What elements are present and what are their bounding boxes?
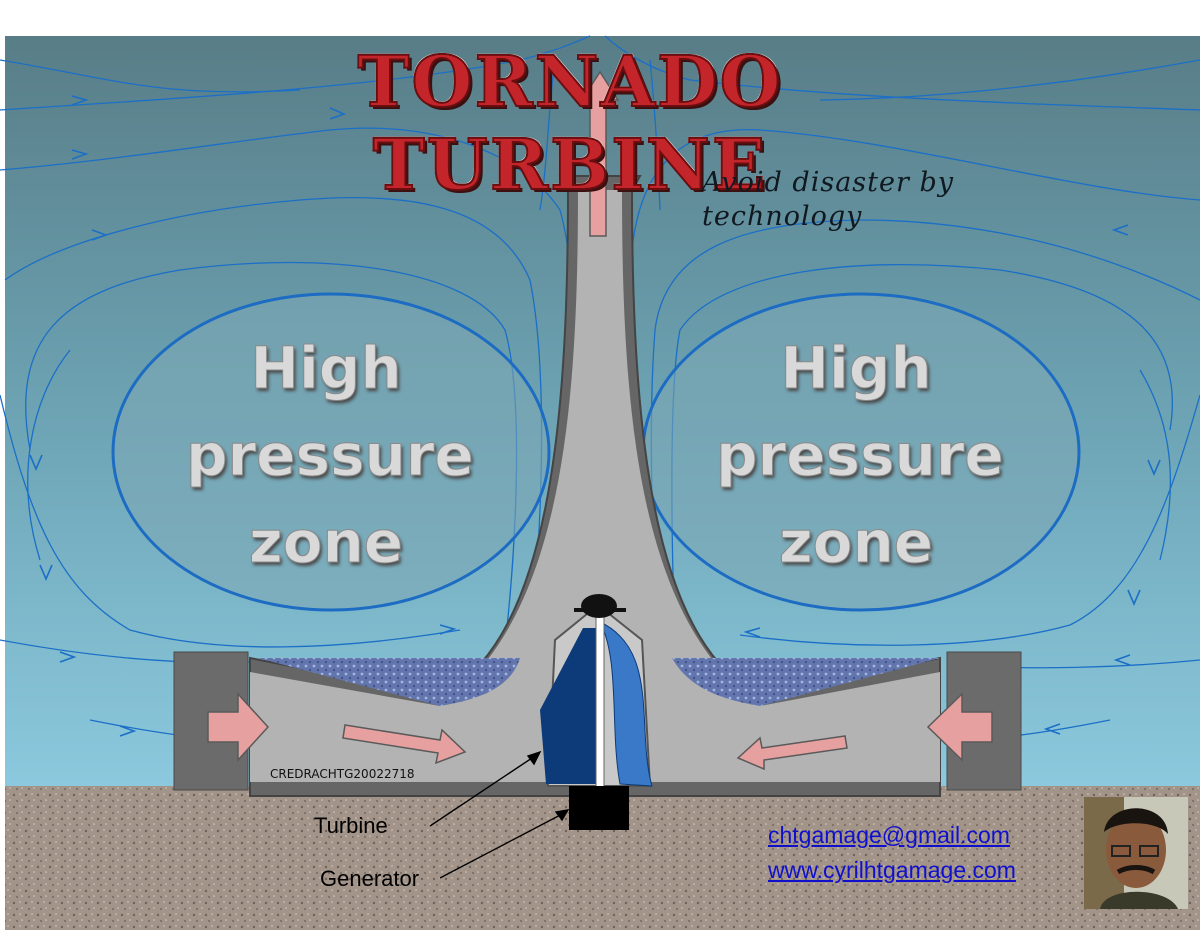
email-link[interactable]: chtgamage@gmail.com bbox=[768, 822, 1010, 848]
reference-code: CREDRACHTG20022718 bbox=[270, 767, 415, 781]
airflow-arrowheads bbox=[29, 95, 1161, 737]
zone-left-line2: pressure bbox=[186, 421, 475, 490]
zone-left-line1: High bbox=[250, 334, 402, 403]
author-photo bbox=[1084, 797, 1188, 909]
turbine-cap bbox=[581, 594, 617, 618]
generator-block bbox=[569, 786, 629, 830]
water-pool-left bbox=[258, 658, 520, 706]
tagline: Avoid disaster by technology bbox=[702, 167, 954, 232]
turbine-shaft bbox=[595, 611, 605, 789]
generator-pointer-head bbox=[554, 809, 570, 822]
zone-right-line1: High bbox=[780, 334, 932, 403]
channel-arrow-left bbox=[342, 724, 467, 765]
zone-label-left: High pressure zone bbox=[186, 325, 475, 586]
generator-pointer bbox=[439, 811, 567, 879]
inlet-arrow-left bbox=[207, 692, 270, 762]
zone-label-right: High pressure zone bbox=[716, 325, 1005, 586]
generator-label: Generator bbox=[320, 866, 420, 891]
label-pointers bbox=[429, 750, 570, 879]
updraft-arrow bbox=[580, 70, 620, 237]
turbine-blade-left bbox=[540, 628, 600, 784]
high-pressure-zone-left bbox=[111, 292, 551, 612]
diagram-title: TORNADO TURBINE bbox=[356, 39, 783, 207]
tower-inner-channel bbox=[250, 190, 940, 782]
zone-left-line3: zone bbox=[248, 508, 404, 577]
channel-arrow-right bbox=[736, 735, 848, 771]
turbine-pointer bbox=[429, 753, 539, 827]
website-link[interactable]: www.cyrilhtgamage.com bbox=[768, 857, 1016, 883]
water-pool-right bbox=[672, 658, 940, 706]
inlet-arrow-right bbox=[926, 692, 993, 762]
turbine-pointer-head bbox=[526, 750, 542, 766]
zone-right-line2: pressure bbox=[716, 421, 1005, 490]
turbine-cap-brim bbox=[574, 608, 626, 612]
turbine-label: Turbine bbox=[314, 813, 388, 838]
zone-right-line3: zone bbox=[778, 508, 934, 577]
pink-flow-arrows bbox=[207, 70, 993, 771]
turbine-blade-right bbox=[598, 620, 653, 787]
